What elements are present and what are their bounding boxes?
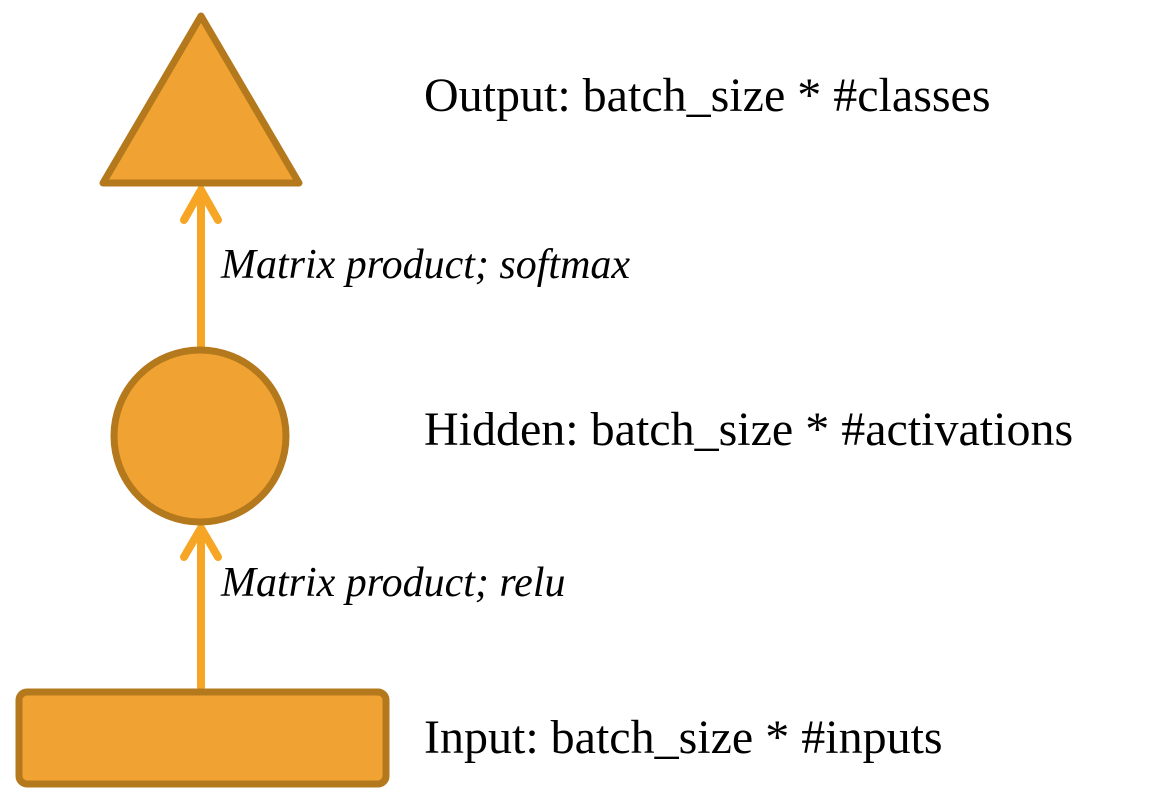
output-node-label: Output: batch_size * #classes xyxy=(424,69,991,122)
softmax-edge-label: Matrix product; softmax xyxy=(221,242,631,288)
hidden-node-label: Hidden: batch_size * #activations xyxy=(424,403,1074,456)
output-triangle-shape xyxy=(99,12,303,187)
relu-edge-label: Matrix product; relu xyxy=(221,560,566,606)
arrow-relu-icon xyxy=(180,520,222,691)
arrow-softmax-icon xyxy=(180,181,222,350)
input-rectangle-shape xyxy=(15,688,390,788)
input-node-label: Input: batch_size * #inputs xyxy=(424,711,943,764)
hidden-circle-shape xyxy=(110,346,290,526)
